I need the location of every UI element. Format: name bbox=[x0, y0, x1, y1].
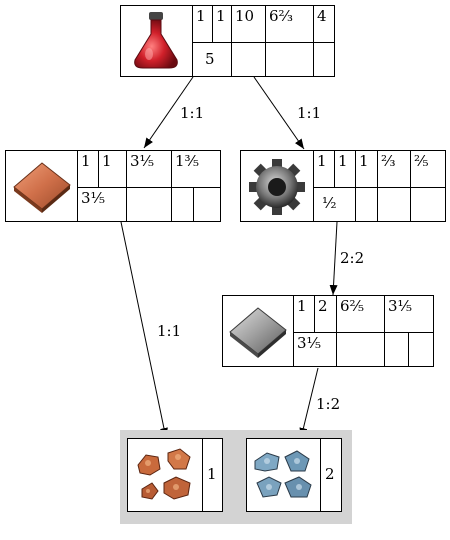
iron-gear-icon bbox=[241, 151, 314, 221]
recipe-node-iron-gear[interactable]: 1 1 1 ²⁄₃ ²⁄₅ ¹⁄₂ bbox=[240, 150, 446, 222]
value-cell: 1³⁄₅ bbox=[171, 151, 220, 187]
recipe-node-copper-plate[interactable]: 1 1 3¹⁄₅ 1³⁄₅ 3¹⁄₅ bbox=[5, 150, 221, 222]
edge-label-left-copper: 1:1 bbox=[157, 322, 182, 340]
value-cell bbox=[384, 332, 408, 366]
value-cell: 3¹⁄₅ bbox=[384, 296, 433, 332]
value-cell: 6²⁄₅ bbox=[336, 296, 384, 332]
red-potion-flask-icon bbox=[121, 6, 193, 76]
recipe-node-iron-plate[interactable]: 1 2 6²⁄₅ 3¹⁄₅ 3¹⁄₅ bbox=[222, 295, 434, 367]
value-cell: 1 bbox=[334, 151, 355, 187]
edge-label-top-right: 1:1 bbox=[297, 104, 322, 122]
value-cell: 1 bbox=[355, 151, 377, 187]
value-cell: 1 bbox=[297, 297, 307, 315]
value-cell bbox=[193, 187, 220, 221]
resource-node-copper-ore[interactable]: 1 bbox=[127, 438, 223, 512]
value-cell: 3¹⁄₅ bbox=[78, 187, 126, 221]
value-cell: 1 bbox=[98, 151, 126, 187]
value-cell: ²⁄₃ bbox=[377, 151, 410, 187]
value-cell bbox=[355, 187, 377, 221]
value-cell: 2 bbox=[325, 465, 335, 483]
edge-label-middle-iron: 1:2 bbox=[316, 395, 341, 413]
value-cell bbox=[171, 187, 193, 221]
value-cell: ²⁄₅ bbox=[410, 151, 445, 187]
value-cell: 1 bbox=[196, 7, 206, 25]
value-cell: 1 bbox=[207, 465, 217, 483]
value-cell bbox=[408, 332, 433, 366]
value-cell bbox=[377, 187, 410, 221]
value-cell: 4 bbox=[313, 6, 334, 42]
edge-label-right-middle: 2:2 bbox=[340, 249, 365, 267]
iron-plate-icon bbox=[223, 296, 294, 366]
value-cell bbox=[336, 332, 384, 366]
value-cell: 1 bbox=[81, 152, 91, 170]
value-cell: ¹⁄₂ bbox=[314, 187, 355, 221]
edge-top-to-gear bbox=[253, 76, 305, 150]
copper-plate-icon bbox=[6, 151, 78, 221]
value-cell: 1 bbox=[212, 6, 231, 42]
edge-top-to-copper-plate bbox=[143, 76, 194, 149]
recipe-node-science-pack[interactable]: 1 1 10 6²⁄₃ 4 5 bbox=[120, 5, 335, 77]
value-cell bbox=[265, 42, 313, 76]
value-cell bbox=[231, 42, 265, 76]
value-cell: 3¹⁄₅ bbox=[294, 332, 336, 366]
value-cell: 1 bbox=[317, 152, 327, 170]
value-cell: 5 bbox=[193, 42, 231, 76]
value-cell: 10 bbox=[231, 6, 265, 42]
edge-label-top-left: 1:1 bbox=[180, 104, 205, 122]
value-cell bbox=[313, 42, 334, 76]
value-cell: 6²⁄₃ bbox=[265, 6, 313, 42]
resource-node-iron-ore[interactable]: 2 bbox=[246, 438, 342, 512]
copper-ore-icon bbox=[128, 439, 203, 511]
value-cell: 2 bbox=[314, 296, 336, 332]
edge-copper-plate-to-copper-ore bbox=[120, 221, 168, 439]
edge-iron-plate-to-iron-ore bbox=[299, 367, 319, 439]
iron-ore-icon bbox=[247, 439, 321, 511]
value-cell bbox=[410, 187, 445, 221]
edge-gear-to-iron-plate bbox=[329, 221, 338, 296]
value-cell: 3¹⁄₅ bbox=[126, 151, 171, 187]
value-cell bbox=[126, 187, 171, 221]
